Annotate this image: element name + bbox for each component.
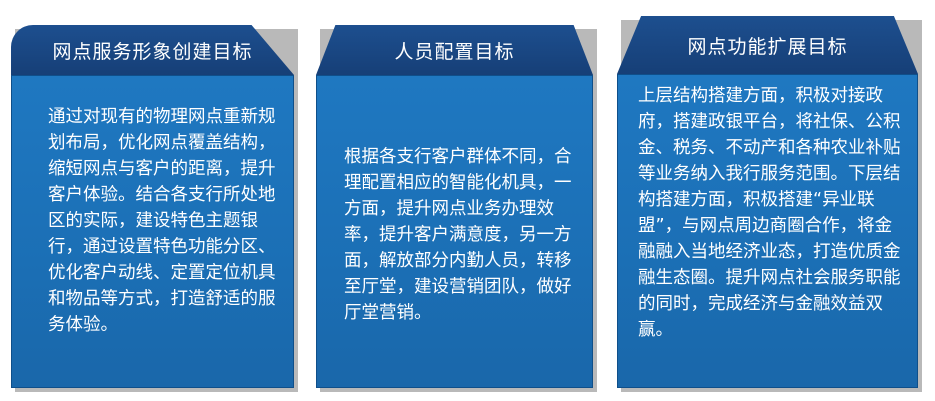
card-function-expansion-goal: 上层结构搭建方面，积极对接政府，搭建政银平台，将社保、公积金、税务、不动产和各种… <box>617 16 922 392</box>
card-title: 人员配置目标 <box>394 40 515 63</box>
card-title: 网点功能扩展目标 <box>687 35 848 58</box>
card-description: 根据各支行客户群体不同，合理配置相应的智能化机具，一方面，提升网点业务办理效率，… <box>344 147 572 323</box>
card-body: 通过对现有的物理网点重新规划布局，优化网点覆盖结构，缩短网点与客户的距离，提升客… <box>11 75 294 388</box>
card-staffing-goal: 根据各支行客户群体不同，合理配置相应的智能化机具，一方面，提升网点业务办理效率，… <box>316 25 597 392</box>
card-body: 根据各支行客户群体不同，合理配置相应的智能化机具，一方面，提升网点业务办理效率，… <box>316 75 593 388</box>
card-outlet-image-goal: 通过对现有的物理网点重新规划布局，优化网点覆盖结构，缩短网点与客户的距离，提升客… <box>11 25 298 392</box>
card-description: 通过对现有的物理网点重新规划布局，优化网点覆盖结构，缩短网点与客户的距离，提升客… <box>48 107 276 335</box>
card-title: 网点服务形象创建目标 <box>52 40 253 63</box>
card-title-tab: 网点功能扩展目标 <box>617 16 918 74</box>
card-title-tab: 人员配置目标 <box>316 25 593 75</box>
card-body: 上层结构搭建方面，积极对接政府，搭建政银平台，将社保、公积金、税务、不动产和各种… <box>617 74 918 388</box>
card-title-tab: 网点服务形象创建目标 <box>11 25 294 75</box>
card-description: 上层结构搭建方面，积极对接政府，搭建政银平台，将社保、公积金、税务、不动产和各种… <box>638 86 901 340</box>
